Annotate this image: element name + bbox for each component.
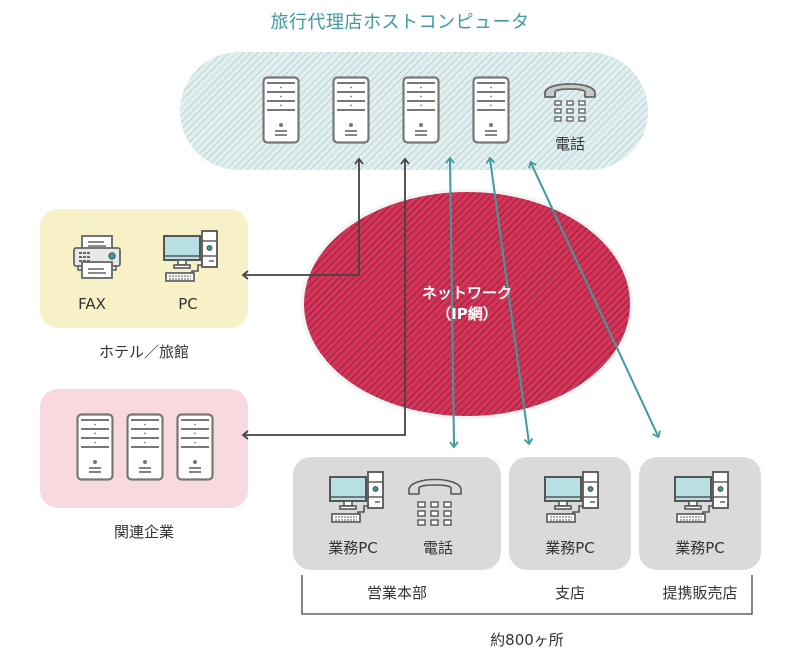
server-icon	[76, 413, 114, 485]
sites-bracket	[301, 575, 753, 615]
connector-host-to-branch	[485, 156, 534, 446]
connector-host-to-affiliates	[241, 157, 410, 440]
connector-host-phone-to-partner	[528, 160, 661, 439]
server-icon	[402, 76, 440, 148]
telephone-icon	[406, 472, 464, 532]
total-sites-caption: 約800ヶ所	[490, 631, 564, 649]
connector-host-to-hotel	[241, 157, 364, 280]
server-icon	[472, 76, 510, 148]
diagram-title: 旅行代理店ホストコンピュータ	[270, 12, 530, 33]
server-icon	[262, 76, 300, 148]
fax-icon	[72, 234, 122, 284]
desktop-pc-icon	[673, 470, 731, 528]
network-label-line2: （IP網）	[436, 305, 498, 323]
desktop-pc-icon	[162, 229, 220, 287]
partner-pc-label: 業務PC	[675, 539, 725, 557]
desktop-pc-icon	[328, 470, 386, 528]
hq-pc-label: 業務PC	[328, 539, 378, 557]
sales-hq-group	[293, 457, 501, 570]
server-icon	[176, 413, 214, 485]
partner-caption: 提携販売店	[662, 584, 738, 602]
hotel-caption: ホテル／旅館	[98, 343, 189, 361]
hq-caption: 営業本部	[366, 584, 427, 602]
telephone-icon	[541, 77, 599, 127]
affiliates-caption: 関連企業	[113, 523, 174, 541]
hotel-ryokan-group	[40, 209, 248, 328]
branch-caption: 支店	[554, 584, 585, 602]
network-label-line1: ネットワーク	[421, 284, 512, 302]
server-icon	[126, 413, 164, 485]
network-label: ネットワーク （IP網）	[302, 283, 632, 325]
server-icon	[332, 76, 370, 148]
branch-pc-label: 業務PC	[545, 539, 595, 557]
hq-phone-label: 電話	[422, 539, 453, 557]
connector-host-to-hq-phone	[445, 156, 459, 449]
pc-label: PC	[178, 295, 198, 313]
host-phone-label: 電話	[554, 135, 585, 153]
desktop-pc-icon	[543, 470, 601, 528]
fax-label: FAX	[78, 295, 106, 313]
